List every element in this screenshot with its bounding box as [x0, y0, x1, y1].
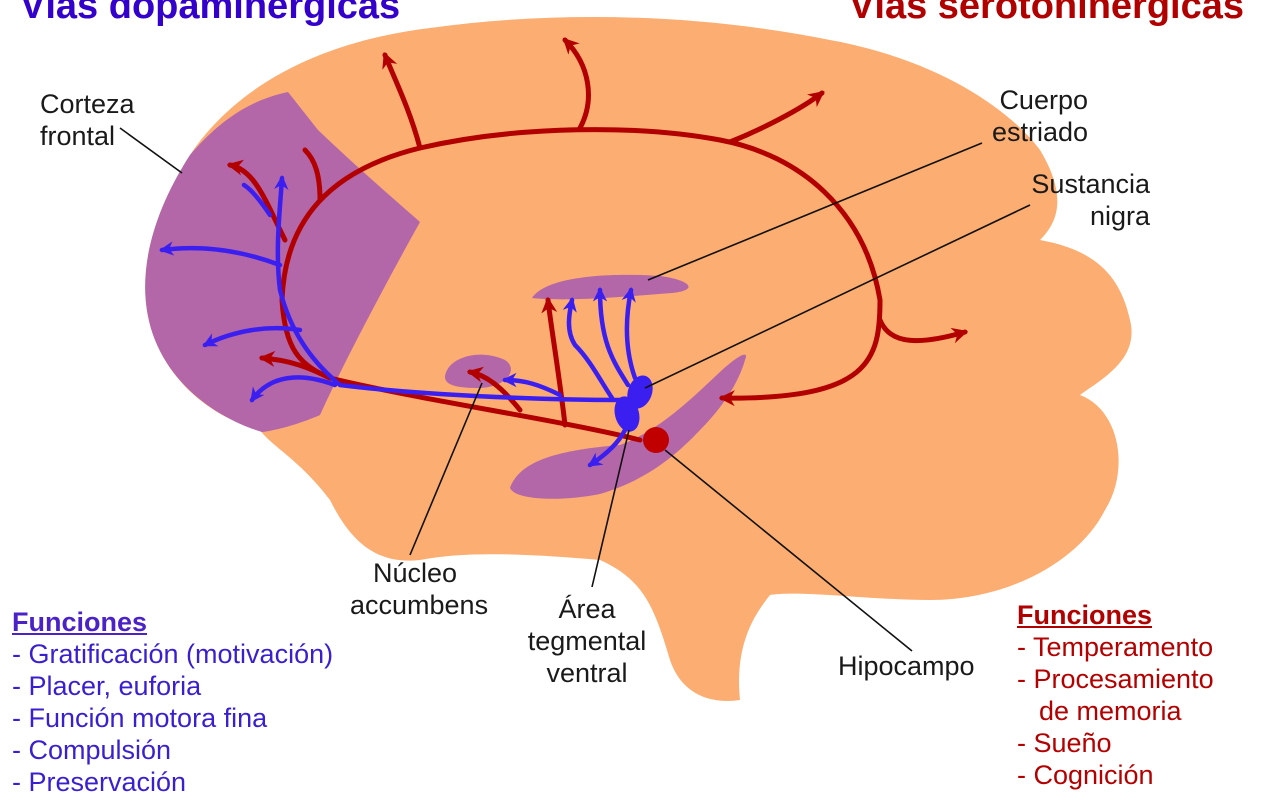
- dopamine-function-item: - Compulsión: [12, 735, 172, 765]
- serotonin-function-item: - Temperamento: [1017, 632, 1214, 662]
- label-hippocampus: Hipocampo: [838, 651, 975, 681]
- serotonin-functions-heading: Funciones: [1017, 600, 1153, 630]
- hippocampus-region: [510, 354, 746, 499]
- dopamine-functions-panel: Funciones - Gratificación (motivación) -…: [12, 606, 333, 798]
- dopamine-functions-heading: Funciones: [12, 607, 148, 637]
- serotonin-function-item: - Procesamiento: [1017, 664, 1214, 694]
- label-substantia-nigra: Sustancia nigra: [1031, 169, 1150, 231]
- leader-lines: [119, 127, 1031, 652]
- label-striatum: Cuerpo estriado: [991, 85, 1088, 147]
- vta-nucleus: [614, 396, 640, 432]
- striatum-region: [532, 274, 689, 300]
- raphe-nucleus: [643, 427, 669, 453]
- label-vta: Área tegmental ventral: [527, 594, 647, 688]
- serotonin-title: Vías serotoninérgicas: [849, 0, 1244, 27]
- dopamine-function-item: - Gratificación (motivación): [12, 639, 334, 669]
- serotonin-pathways: [226, 37, 969, 443]
- serotonin-functions-panel: Funciones - Temperamento - Procesamiento…: [1017, 599, 1214, 791]
- serotonin-function-item: - Sueño: [1017, 728, 1112, 758]
- dopamine-function-item: - Placer, euforia: [12, 671, 202, 701]
- label-frontal-cortex: Corteza frontal: [40, 89, 135, 151]
- dopamine-function-item: - Preservación: [12, 767, 187, 797]
- serotonin-function-item: de memoria: [1039, 696, 1182, 726]
- substantia-nigra-nucleus: [627, 375, 653, 409]
- dopamine-title: Vías dopaminérgicas: [20, 0, 401, 27]
- serotonin-function-item: - Cognición: [1017, 760, 1154, 790]
- dopamine-function-item: - Función motora fina: [12, 703, 268, 733]
- label-nucleus-accumbens: Núcleo accumbens: [350, 558, 489, 620]
- dopamine-pathways: [159, 175, 638, 468]
- brain-silhouette: [145, 16, 1132, 701]
